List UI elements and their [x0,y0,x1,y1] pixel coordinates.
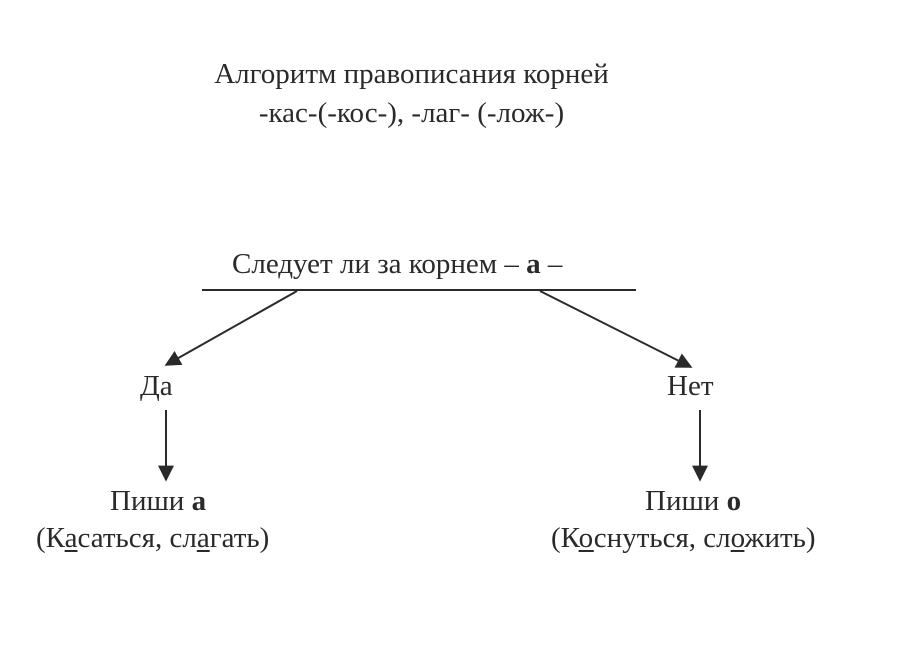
title-line-1: Алгоритм правописания корней [214,58,609,90]
no-examples-part: жить) [744,522,816,554]
arrow-to-no [539,290,693,368]
question-letter: а [526,248,541,280]
yes-examples: (Касаться, слагать) [36,524,269,553]
no-rule-letter: о [726,485,742,517]
no-rule-prefix: Пиши [645,485,720,517]
question-text: Следует ли за корнем [232,248,498,280]
yes-examples-underlined-vowel: а [196,522,210,554]
no-examples-underlined-vowel: о [578,522,594,554]
yes-rule-prefix: Пиши [110,485,185,517]
yes-examples-part: (К [36,522,65,554]
no-examples-part: снуться, сл [593,522,731,554]
yes-rule: Пиши а [110,487,206,516]
no-rule: Пиши о [645,487,741,516]
no-examples: (Коснуться, сложить) [551,524,816,553]
yes-examples-part: саться, сл [77,522,197,554]
question-dash-left: – [504,248,519,280]
yes-rule-letter: а [191,485,207,517]
yes-node: Да [140,370,173,402]
yes-examples-underlined-vowel: а [64,522,78,554]
question-dash-right: – [547,248,563,280]
question-node: Следует ли за корнем – а – [232,250,562,279]
yes-examples-part: гать) [209,522,270,554]
no-node: Нет [667,370,714,402]
title-line-2: -кас-(-кос-), -лаг- (-лож-) [258,97,565,129]
no-examples-part: (К [551,522,579,554]
no-examples-underlined-vowel: о [730,522,745,554]
arrow-to-yes [164,290,298,366]
